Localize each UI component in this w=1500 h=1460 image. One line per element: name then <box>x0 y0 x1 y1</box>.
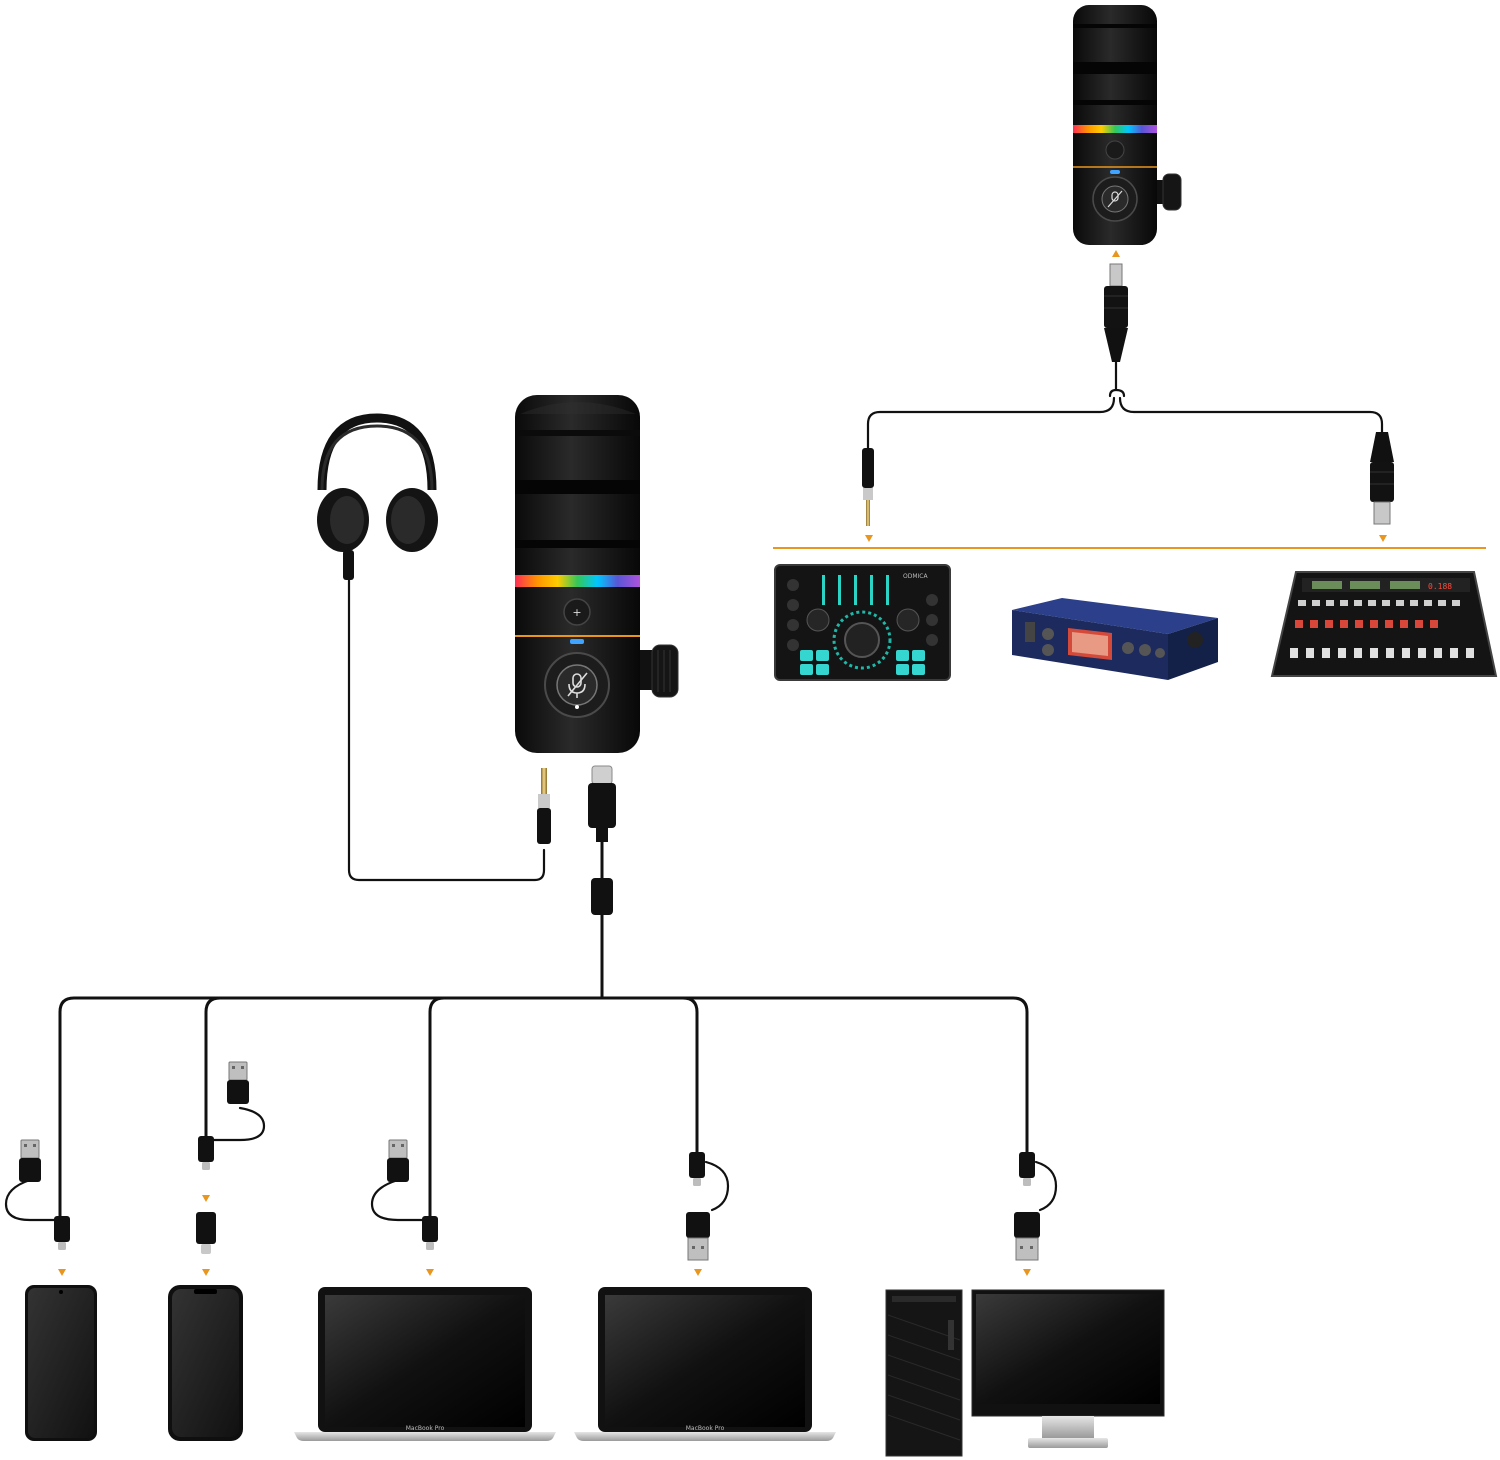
down-arrow-icon <box>202 1195 210 1202</box>
main-microphone: + <box>515 395 679 753</box>
android-phone <box>25 1285 97 1441</box>
headphone-cable <box>347 578 546 882</box>
field-recorder <box>1012 598 1218 680</box>
up-arrow-icon <box>1112 250 1120 257</box>
usb-bus-cable <box>58 996 1029 1227</box>
down-arrow-icon <box>865 535 873 542</box>
laptop-label: MacBook Pro <box>406 1425 445 1432</box>
iphone <box>168 1285 243 1441</box>
down-arrow-icon <box>58 1269 66 1276</box>
adapter-loop-2 <box>212 1106 266 1142</box>
xlr-split-cable <box>866 396 1384 450</box>
3.5mm-jack-connector <box>862 448 874 526</box>
usb-a-connector <box>1014 1212 1040 1261</box>
ferrite-core <box>591 878 613 915</box>
adapter-loop-3 <box>370 1178 426 1222</box>
side-knob <box>651 644 679 698</box>
gain-button <box>563 598 591 626</box>
usb-a-connector <box>386 1139 410 1183</box>
interface-brand-label: ODMICA <box>903 573 928 580</box>
adapter-loop-1 <box>4 1178 56 1222</box>
adapter-loop-4 <box>704 1160 730 1212</box>
xlr-female-connector <box>1104 263 1128 362</box>
laptop: MacBook Pro <box>574 1287 836 1441</box>
adapter-loop-5 <box>1034 1160 1058 1212</box>
svg-text:+: + <box>572 606 581 619</box>
side-knob <box>1162 173 1182 211</box>
headphones-icon <box>317 413 438 580</box>
usb-a-connector <box>226 1061 250 1105</box>
usb-a-connector <box>686 1212 710 1261</box>
usb-c-connector <box>198 1136 214 1170</box>
xlr-microphone <box>1073 5 1182 245</box>
usb-c-connector <box>1019 1152 1035 1186</box>
mixing-console: 0.188 <box>1270 571 1498 677</box>
usb-c-connector <box>54 1216 70 1250</box>
laptop-label: MacBook Pro <box>686 1425 725 1432</box>
usb-branch-4 <box>681 996 699 1157</box>
down-arrow-icon <box>1023 1269 1031 1276</box>
usb-a-connector <box>18 1139 42 1183</box>
usb-branch-2 <box>204 996 222 1142</box>
down-arrow-icon <box>202 1269 210 1276</box>
usb-branch-3 <box>428 996 446 1220</box>
desktop-pc-with-monitor <box>885 1289 1165 1457</box>
3.5mm-jack-connector <box>537 768 551 844</box>
usb-c-connector <box>422 1216 438 1250</box>
audio-interface: ODMICA <box>774 564 951 681</box>
xlr-cable-top <box>1108 360 1126 398</box>
down-arrow-icon <box>694 1269 702 1276</box>
laptop: MacBook Pro <box>294 1287 556 1441</box>
lightning-adapter <box>196 1212 216 1254</box>
usb-c-connector <box>689 1152 705 1186</box>
xlr-male-connector <box>1370 432 1394 525</box>
usb-c-connector <box>588 765 616 915</box>
down-arrow-icon <box>426 1269 434 1276</box>
console-display: 0.188 <box>1428 582 1452 591</box>
mic-mute-icon <box>567 672 588 698</box>
down-arrow-icon <box>1379 535 1387 542</box>
mic-mute-icon <box>1107 190 1123 208</box>
